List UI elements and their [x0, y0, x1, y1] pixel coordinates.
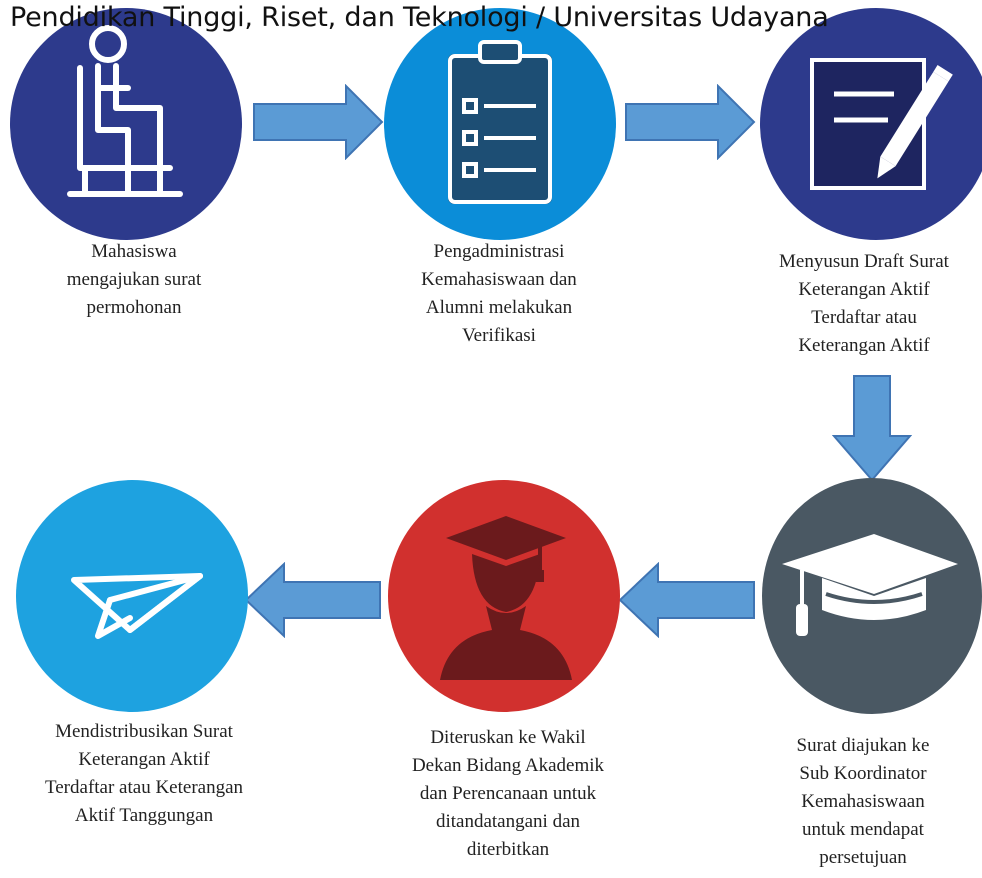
step-1-label: Mahasiswa mengajukan surat permohonan	[16, 238, 252, 323]
step-5-line-5: diterbitkan	[466, 839, 550, 861]
step-5-line-3: dan Perencanaan untuk	[419, 783, 597, 805]
paper-plane-icon	[71, 573, 203, 639]
clipboard-checklist-icon	[448, 40, 552, 204]
step-3-label: Menyusun Draft Surat Keterangan Aktif Te…	[748, 248, 980, 361]
step-5-circle	[388, 480, 620, 712]
step-3-line-2: Keterangan Aktif	[798, 279, 930, 301]
step-6-line-2: Keterangan Aktif	[78, 749, 210, 771]
step-2-line-4: Verifikasi	[462, 325, 536, 347]
document-pen-icon	[810, 58, 953, 190]
step-5-label: Diteruskan ke Wakil Dekan Bidang Akademi…	[376, 724, 640, 865]
step-3-line-3: Terdaftar atau	[811, 307, 917, 329]
step-4-line-5: persetujuan	[819, 847, 907, 869]
step-4-label: Surat diajukan ke Sub Koordinator Kemaha…	[752, 732, 974, 873]
step-6-line-3: Terdaftar atau Keterangan	[44, 777, 244, 799]
step-2-line-1: Pengadministrasi	[433, 241, 565, 262]
graduate-person-icon	[440, 516, 572, 680]
step-5-line-1: Diteruskan ke Wakil	[430, 727, 586, 748]
step-1-line-1: Mahasiswa	[91, 241, 177, 262]
step-6-line-1: Mendistribusikan Surat	[55, 721, 233, 742]
step-1-line-2: mengajukan surat	[66, 269, 202, 291]
step-4-line-4: untuk mendapat	[802, 819, 924, 841]
arrow-left-2	[244, 562, 381, 638]
step-4-line-3: Kemahasiswaan	[801, 791, 925, 813]
step-1-line-3: permohonan	[86, 297, 182, 319]
arrow-right-1	[253, 84, 384, 160]
step-1-circle	[10, 8, 242, 240]
page-header-title: Pendidikan Tinggi, Riset, dan Teknologi …	[10, 2, 829, 33]
arrow-right-2	[625, 84, 756, 160]
step-4-circle	[762, 478, 982, 714]
step-2-line-3: Alumni melakukan	[425, 297, 573, 319]
step-4-line-1: Surat diajukan ke	[796, 735, 930, 756]
step-6-line-4: Aktif Tanggungan	[74, 805, 214, 827]
step-5-line-2: Dekan Bidang Akademik	[411, 755, 605, 777]
arrow-left-1	[618, 562, 755, 638]
step-3-line-4: Keterangan Aktif	[798, 335, 930, 357]
step-2-line-2: Kemahasiswaan dan	[421, 269, 577, 291]
step-3-circle	[760, 8, 982, 240]
arrow-down	[832, 375, 912, 482]
step-4-line-2: Sub Koordinator	[799, 763, 927, 785]
step-3-line-1: Menyusun Draft Surat	[779, 251, 949, 272]
step-2-circle	[384, 8, 616, 240]
step-6-label: Mendistribusikan Surat Keterangan Aktif …	[6, 718, 282, 831]
step-2-label: Pengadministrasi Kemahasiswaan dan Alumn…	[364, 238, 634, 351]
graduation-cap-icon	[782, 534, 958, 636]
step-5-line-4: ditandatangani dan	[435, 811, 581, 833]
person-seated-icon	[67, 25, 183, 197]
step-6-circle	[16, 480, 248, 712]
